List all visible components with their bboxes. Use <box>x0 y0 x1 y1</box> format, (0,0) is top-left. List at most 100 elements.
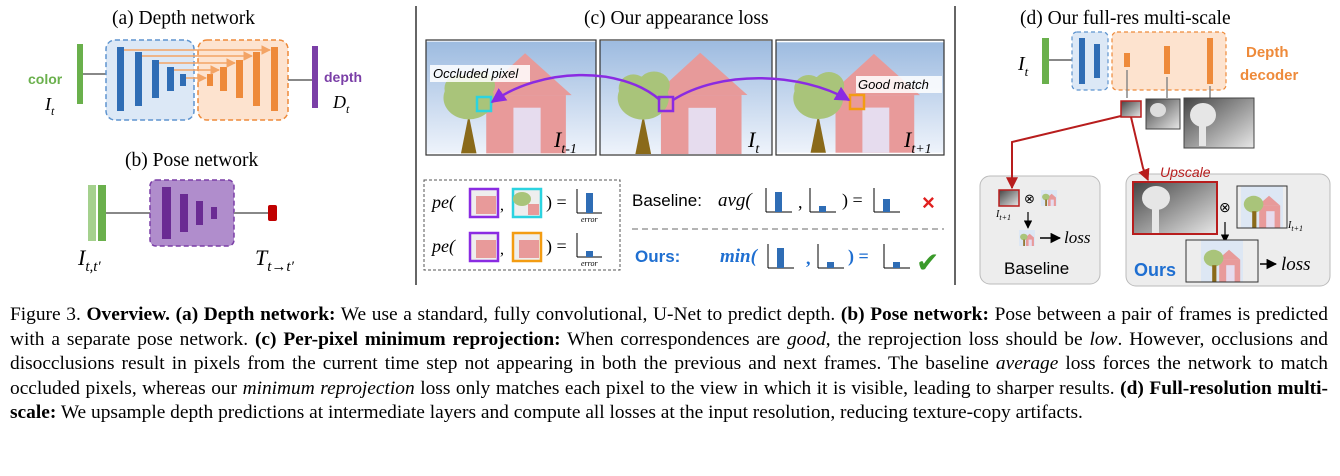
correspondence-arrow-right <box>672 77 851 102</box>
good-match-box <box>848 93 866 111</box>
caption-a-head: (a) Depth network: <box>175 304 336 325</box>
frame-label-t: It <box>747 127 760 157</box>
caption-overview: Overview. <box>86 304 170 325</box>
good-match-label: Good match <box>858 77 929 92</box>
caption-average: average <box>995 353 1059 374</box>
caption-d-head: (d) Full-resolution multi-scale: <box>10 377 1328 424</box>
encoder-layer <box>135 52 142 106</box>
d-ours-loss: loss <box>1281 254 1311 275</box>
pose-layer <box>162 187 171 239</box>
baseline-formula-label: Baseline: <box>632 191 702 210</box>
caption-c-text5: loss only matches each pixel to the view… <box>420 377 1115 399</box>
d-ours-label: Ours <box>1134 260 1176 280</box>
svg-text:⊗: ⊗ <box>1024 191 1035 206</box>
overview-figure: (a) Depth network color It depth Dt (b) … <box>28 6 1331 287</box>
svg-text:,: , <box>500 241 504 258</box>
ours-check-icon: ✔ <box>916 247 939 278</box>
svg-text:pe(: pe( <box>430 192 456 213</box>
output-dt-label: Dt <box>332 92 350 116</box>
caption-d-text: We upsample depth predictions at interme… <box>60 402 1083 423</box>
caption-c-text4: loss forces the network to match occlude… <box>10 353 1328 399</box>
pe-box <box>423 179 621 271</box>
figure-label: Figure 3. <box>10 304 81 325</box>
baseline-error-bars: , ) = <box>765 188 900 213</box>
caption-low: low <box>1089 328 1118 350</box>
caption-c-text2: , the reprojection loss should be <box>825 328 1083 350</box>
pose-input-label: It,t′ <box>77 245 101 275</box>
depth-scale-small <box>1120 100 1142 118</box>
input-bar <box>77 44 83 104</box>
caption-b-head: (b) Pose network: <box>840 304 989 325</box>
occluded-label-bg <box>430 65 530 82</box>
caption-good: good <box>786 328 826 350</box>
svg-text:,: , <box>806 248 811 268</box>
panel-a-title: (a) Depth network <box>112 8 255 29</box>
d-baseline-loss: loss <box>1064 228 1091 247</box>
svg-text:) =: ) = <box>546 192 567 213</box>
depth-decoder-label: Depth <box>1246 44 1289 61</box>
frame-t-minus-1 <box>425 39 597 156</box>
ours-formula-label: Ours: <box>635 247 680 266</box>
panel-c-title: (c) Our appearance loss <box>584 8 769 29</box>
pose-layer <box>211 207 217 219</box>
svg-text:) =: ) = <box>842 190 863 211</box>
current-pixel-box <box>657 95 675 113</box>
decoder-layer <box>236 60 243 98</box>
d-ours-result <box>1185 239 1259 283</box>
depth-decoder-label-2: decoder <box>1240 67 1299 84</box>
d-input-bar <box>1042 38 1049 84</box>
caption-b-text: Pose between a pair of frames is predict… <box>10 304 1328 350</box>
svg-text:pe(: pe( <box>430 236 456 257</box>
good-match-bg <box>856 76 942 93</box>
min-label: min( <box>720 246 759 267</box>
panel-b-title: (b) Pose network <box>125 150 258 171</box>
d-ours-it1: It+1 <box>1287 220 1303 233</box>
pe-row-good: pe( , ) = error <box>430 231 602 268</box>
frame-label-t-minus-1: It-1 <box>553 127 577 157</box>
pose-layer <box>180 194 188 232</box>
encoder-layer <box>167 67 174 91</box>
figure-caption: Figure 3. Overview. (a) Depth network: W… <box>10 303 1328 426</box>
baseline-cross-icon: × <box>922 190 935 215</box>
encoder-layer <box>152 60 159 98</box>
d-input-label: It <box>1017 53 1029 79</box>
avg-label: avg( <box>718 190 753 211</box>
caption-minrep: minimum reprojection <box>242 377 415 399</box>
svg-text:error: error <box>581 259 598 268</box>
decoder-layer <box>271 47 278 111</box>
d-encoder-box <box>1071 31 1109 91</box>
color-label: color <box>28 71 63 87</box>
occluded-label: Occluded pixel <box>433 66 519 81</box>
pose-output <box>268 205 277 221</box>
skip-connections <box>124 45 271 83</box>
frame-t-plus-1 <box>775 39 945 156</box>
correspondence-arrow-left <box>490 73 661 104</box>
decoder-layer <box>220 67 227 91</box>
frame-label-t-plus-1: It+1 <box>903 127 932 157</box>
pose-layer <box>196 201 203 225</box>
svg-text:⊗: ⊗ <box>1219 199 1231 215</box>
svg-text:error: error <box>581 215 598 224</box>
decoder-layer <box>207 74 213 86</box>
pose-input-bar <box>98 185 106 241</box>
caption-c-text1: When correspondences are <box>567 328 781 350</box>
svg-text:,: , <box>798 192 803 212</box>
pose-input-bar <box>88 185 96 241</box>
depth-label: depth <box>324 69 362 85</box>
encoder-box <box>105 39 195 121</box>
pe-row-occluded: pe( , ) = error <box>430 187 602 224</box>
svg-text:,: , <box>500 197 504 214</box>
d-baseline-it1: It+1 <box>995 209 1011 222</box>
decoder-layer <box>253 52 260 106</box>
svg-text:) =: ) = <box>546 236 567 257</box>
frame-t <box>599 39 773 156</box>
ours-error-bars: , ) = <box>767 244 910 269</box>
svg-text:) =: ) = <box>848 246 869 267</box>
panel-d-title: (d) Our full-res multi-scale <box>1020 8 1231 29</box>
upscale-label: Upscale <box>1160 164 1211 180</box>
occluded-pixel-box <box>475 95 493 113</box>
d-baseline-label: Baseline <box>1004 259 1069 278</box>
input-it-label: It <box>44 94 55 118</box>
d-ours-target-frame <box>1236 185 1288 229</box>
encoder-layer <box>180 74 186 86</box>
